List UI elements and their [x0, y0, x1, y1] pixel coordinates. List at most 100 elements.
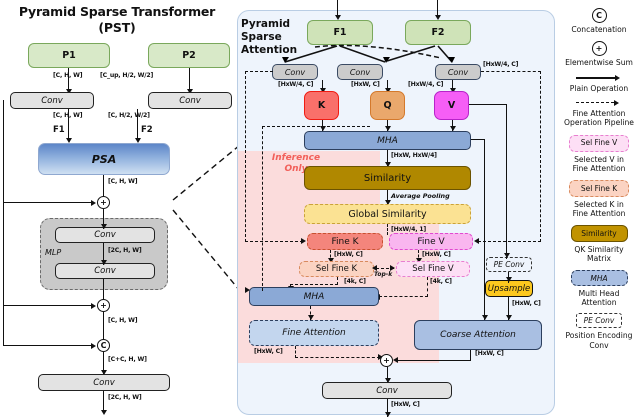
legend-selv-caption-l1: Selected V in	[574, 154, 624, 164]
arrowhead-mlp-mid	[100, 260, 107, 265]
legend-pe-caption-l1: Position Encoding	[565, 331, 633, 341]
edge-convv-right	[481, 71, 541, 72]
dim-final-out: [2C, H, W]	[108, 394, 142, 401]
arrowhead-mha-coarse	[481, 315, 488, 320]
sum-node-2: +	[97, 299, 110, 312]
arrowhead-similarity-global	[384, 200, 391, 205]
arrowhead-conv1-psa	[65, 138, 72, 143]
mha-bottom[interactable]: MHA	[249, 287, 379, 306]
legend-sel-fine-k-chip: Sel Fine K	[569, 179, 629, 197]
conv-mlp-1[interactable]: Conv	[55, 227, 155, 243]
edge-in-f1	[337, 0, 339, 18]
edge-selv-horiz	[379, 296, 428, 297]
psa-panel-title: Pyramid Sparse Attention	[241, 18, 303, 56]
arrowhead-conv-k	[319, 88, 326, 93]
edge-conv-v	[452, 80, 454, 92]
arrowhead-p1-conv	[65, 89, 72, 94]
node-sel-fine-k[interactable]: Sel Fine K	[299, 261, 374, 277]
conv-left-2[interactable]: Conv	[148, 92, 232, 109]
arrowhead-outconv-final	[384, 412, 391, 417]
node-f1[interactable]: F1	[307, 20, 373, 45]
dim-fine-att-out: [HxW, C]	[254, 348, 283, 355]
edge-sum-outconv	[387, 367, 389, 384]
conv-psa-out[interactable]: Conv	[322, 382, 452, 399]
edge-psa-sum1	[103, 175, 105, 197]
conv-q[interactable]: Conv	[337, 64, 383, 80]
dim-concat-out: [C+C, H, W]	[108, 356, 147, 363]
arrowhead-skip-sum1	[91, 199, 96, 206]
conv-left-1[interactable]: Conv	[10, 92, 94, 109]
arrowhead-conv-out	[100, 410, 107, 415]
psa-title-line-2: Sparse	[241, 30, 282, 43]
arrowhead-q-mha	[384, 126, 391, 131]
edge-conv1-psa	[68, 109, 70, 140]
arrowhead-v-peconv	[503, 253, 510, 258]
feature-to-conv-edges	[282, 44, 455, 63]
dim-p2-out: [C_up, H/2, W/2]	[100, 72, 154, 79]
edge-finek-selk	[330, 250, 331, 262]
legend-mha-caption-l1: Multi Head	[578, 289, 620, 299]
title-line-1: Pyramid Sparse Transformer	[18, 4, 216, 19]
node-p2[interactable]: P2	[148, 43, 230, 68]
legend-plain-caption: Plain Operation	[569, 84, 629, 94]
arrowhead-convk-finek	[301, 238, 306, 244]
arrowhead-v-mha	[449, 126, 456, 131]
node-f2[interactable]: F2	[405, 20, 471, 45]
dim-upsample-out: [HxW, C]	[512, 300, 541, 307]
node-q[interactable]: Q	[370, 91, 405, 120]
psa-title-line-1: Pyramid	[241, 18, 291, 30]
conv-left-out[interactable]: Conv	[38, 374, 170, 391]
label-f1: F1	[53, 125, 65, 135]
node-global-similarity[interactable]: Global Similarity	[304, 204, 471, 224]
edge-convk-left	[245, 71, 273, 72]
edge-fineatt-horiz	[295, 357, 380, 358]
edge-sum2-concat	[103, 312, 105, 340]
dim-finev-out: [HxW, C]	[422, 251, 451, 258]
legend-mha-caption: Multi Head Attention	[558, 289, 640, 307]
edge-selv-down	[427, 277, 428, 297]
dim-selk-out: [4k, C]	[344, 278, 366, 285]
node-sel-fine-v[interactable]: Sel Fine V	[396, 261, 470, 277]
dim-mha-out: [HxW, HxW/4]	[391, 152, 437, 159]
dim-coarse-att-out: [HxW, C]	[475, 350, 504, 357]
mha-top[interactable]: MHA	[304, 131, 471, 150]
node-coarse-attention[interactable]: Coarse Attention	[414, 320, 542, 350]
psa-sum-node: +	[380, 354, 393, 367]
dim-mlp-mid: [2C, H, W]	[108, 247, 142, 254]
edge-mlp-mid	[103, 243, 105, 265]
legend-sel-fine-v-chip: Sel Fine V	[569, 134, 629, 152]
node-pe-conv[interactable]: PE Conv	[486, 257, 532, 272]
edge-mha-right	[471, 139, 485, 141]
node-fine-v[interactable]: Fine V	[389, 233, 473, 250]
psa-title-line-3: Attention	[241, 43, 298, 56]
edge-similarity-global	[387, 190, 389, 205]
legend-dashed-arrow-icon	[576, 100, 622, 107]
arrowhead-finek-selk	[327, 258, 334, 263]
conv-k[interactable]: Conv	[272, 64, 318, 80]
node-psa[interactable]: PSA	[38, 143, 170, 175]
node-k[interactable]: K	[304, 91, 339, 120]
edge-gsim-down	[387, 224, 388, 235]
legend-sim-caption: QK Similarity Matrix	[558, 245, 640, 263]
arrowhead-convv-finev	[474, 238, 479, 244]
edge-v-right-down	[506, 104, 508, 259]
legend-pe-conv-chip: PE Conv	[576, 313, 622, 329]
edge-fineatt-down	[295, 346, 296, 358]
dim-psa-out: [C, H, W]	[108, 178, 138, 185]
label-f2: F2	[141, 125, 153, 135]
edge-convk-left-v	[245, 71, 246, 242]
arrowhead-upsample-coarse	[505, 315, 512, 320]
node-fine-attention[interactable]: Fine Attention	[249, 320, 379, 346]
edge-in-f2	[437, 0, 439, 18]
legend-plain-arrow-icon	[576, 75, 622, 82]
node-fine-k[interactable]: Fine K	[307, 233, 383, 250]
edge-selk-down	[337, 277, 338, 285]
arrowhead-topk-left	[372, 265, 377, 271]
node-p1[interactable]: P1	[28, 43, 110, 68]
node-similarity[interactable]: Similarity	[304, 166, 471, 190]
node-v[interactable]: V	[434, 91, 469, 120]
edge-q-left-h	[262, 126, 370, 127]
conv-mlp-2[interactable]: Conv	[55, 263, 155, 279]
dim-selv-out: [4k, C]	[430, 278, 452, 285]
conv-v[interactable]: Conv	[435, 64, 481, 80]
